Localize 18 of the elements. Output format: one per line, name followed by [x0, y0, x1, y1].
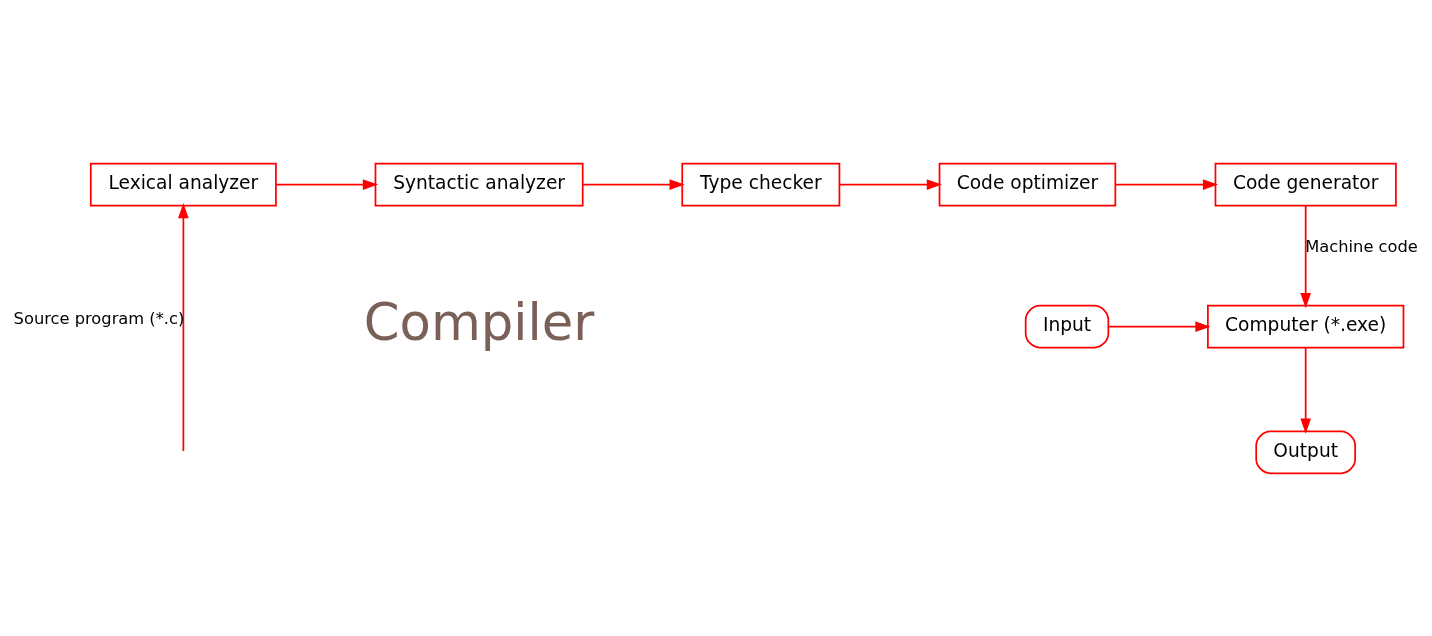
node-box: Computer (*.exe) [1207, 304, 1405, 348]
arrow [275, 178, 378, 190]
node-box: Syntactic analyzer [374, 162, 584, 206]
edge-label: Source program (*.c) [13, 308, 185, 328]
arrow [1114, 178, 1219, 190]
node-box: Input [1024, 304, 1110, 348]
arrow [1300, 346, 1311, 434]
node-box: Lexical analyzer [89, 162, 277, 206]
arrow [1300, 204, 1311, 308]
arrow [178, 202, 189, 452]
arrow [1107, 320, 1211, 332]
node-box: Code generator [1214, 162, 1397, 206]
node-box: Code optimizer [938, 162, 1117, 206]
arrow [838, 178, 942, 190]
arrow [582, 178, 685, 190]
label: Compiler [363, 291, 595, 352]
node-box: Type checker [681, 162, 841, 206]
node-box: Output [1255, 430, 1357, 474]
